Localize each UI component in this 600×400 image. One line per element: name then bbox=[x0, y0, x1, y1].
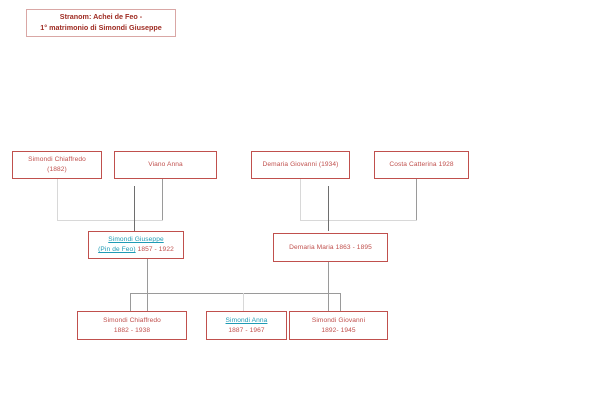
connector-drop-demaria-maria-down bbox=[328, 262, 329, 311]
connector-drop-to-demaria-maria bbox=[328, 186, 329, 231]
node-label-line-1: Simondi Chiaffredo bbox=[28, 156, 86, 164]
connector-drop-simondi-giuseppe-down bbox=[147, 258, 148, 311]
connector-drop-to-simondi-giovanni bbox=[340, 293, 341, 311]
node-simondi-giuseppe[interactable]: Simondi Giuseppe (Pin de Feo) 1857 - 192… bbox=[88, 231, 184, 259]
node-label-line-2: 1892- 1945 bbox=[321, 326, 356, 334]
connector-drop-to-simondi-anna bbox=[243, 293, 244, 311]
node-simondi-giovanni[interactable]: Simondi Giovanni 1892- 1945 bbox=[289, 311, 388, 340]
node-link-simondi-giuseppe[interactable]: Simondi Giuseppe bbox=[108, 236, 164, 244]
node-label-line-1: Costa Catterina 1928 bbox=[389, 161, 454, 169]
connector-drop-viano-anna bbox=[162, 179, 163, 220]
node-label-line-2: (1882) bbox=[47, 166, 67, 173]
node-demaria-giovanni-1934[interactable]: Demaria Giovanni (1934) bbox=[251, 151, 350, 179]
chart-title-line-1: Stranom: Achei de Feo - bbox=[59, 12, 143, 22]
connector-couple-bar-left bbox=[57, 220, 163, 221]
node-demaria-maria[interactable]: Demaria Maria 1863 - 1895 bbox=[273, 233, 388, 262]
node-costa-catterina-1928[interactable]: Costa Catterina 1928 bbox=[374, 151, 469, 179]
connector-drop-simondi-chiaffredo-1882 bbox=[57, 179, 58, 220]
connector-drop-to-simondi-giuseppe bbox=[134, 186, 135, 231]
chart-title-line-2: 1° matrimonio di Simondi Giuseppe bbox=[40, 23, 162, 32]
node-label-line-1: Demaria Giovanni (1934) bbox=[262, 161, 339, 169]
node-viano-anna[interactable]: Viano Anna bbox=[114, 151, 217, 179]
node-dates-simondi-giuseppe: 1857 - 1922 bbox=[135, 246, 174, 253]
chart-title: Stranom: Achei de Feo - 1° matrimonio di… bbox=[26, 9, 176, 37]
node-label-line-2: 1887 - 1967 bbox=[228, 326, 265, 334]
connector-drop-demaria-giovanni bbox=[300, 179, 301, 220]
node-label-line-1: Simondi Giovanni bbox=[311, 316, 366, 324]
node-simondi-chiaffredo-1882-1938[interactable]: Simondi Chiaffredo 1882 - 1938 bbox=[77, 311, 187, 340]
node-label-line-2: 1882 - 1938 bbox=[113, 326, 151, 334]
connector-drop-costa-catterina bbox=[416, 179, 417, 220]
node-link-pin-de-feo[interactable]: (Pin de Feo) bbox=[98, 246, 136, 253]
connector-drop-to-simondi-chiaffredo-child bbox=[130, 293, 131, 311]
node-simondi-chiaffredo-1882[interactable]: Simondi Chiaffredo (1882) bbox=[12, 151, 102, 179]
node-simondi-anna[interactable]: Simondi Anna 1887 - 1967 bbox=[206, 311, 287, 340]
node-link-simondi-anna[interactable]: Simondi Anna bbox=[225, 316, 268, 324]
connector-sibling-bar bbox=[130, 293, 341, 294]
node-label-line-1: Demaria Maria 1863 - 1895 bbox=[289, 243, 372, 251]
node-label-line-1: Viano Anna bbox=[148, 161, 183, 169]
connector-couple-bar-right bbox=[300, 220, 417, 221]
node-label-line-1: Simondi Chiaffredo bbox=[103, 316, 161, 324]
